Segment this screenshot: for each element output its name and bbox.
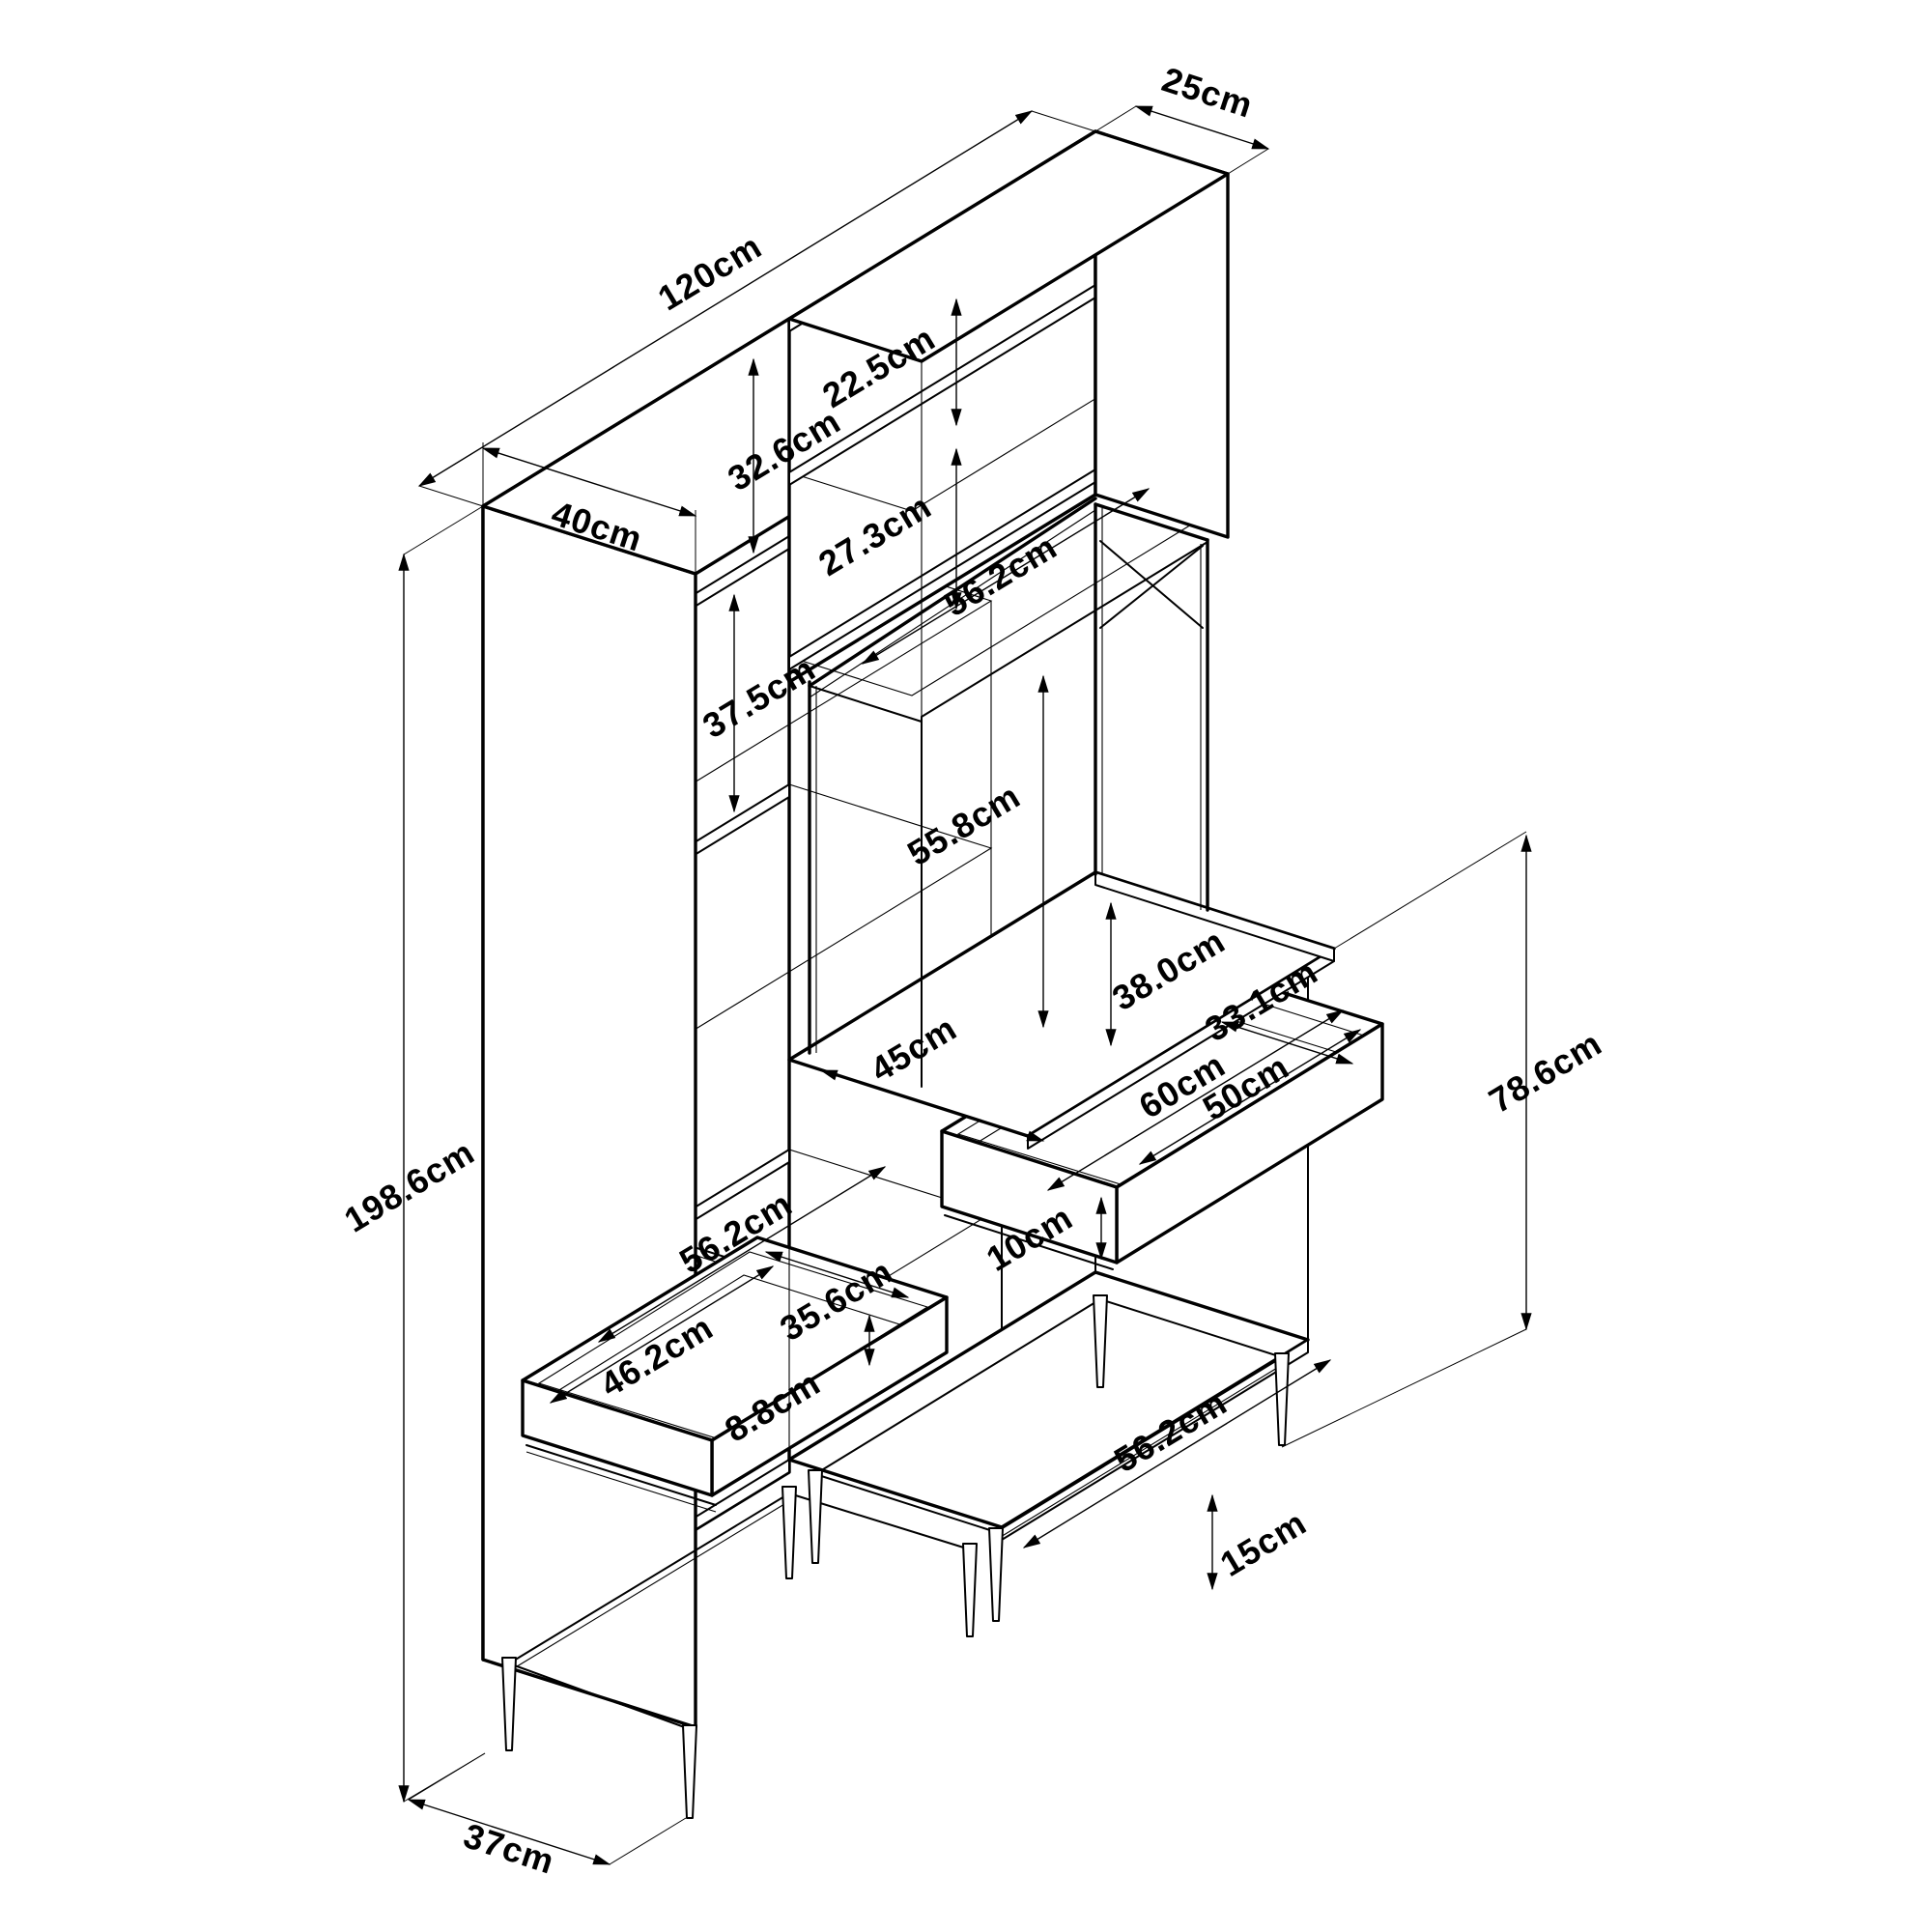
tray-left-face bbox=[521, 1378, 714, 1497]
dimension-lines bbox=[398, 105, 1532, 1865]
right-leg-front-left bbox=[988, 1527, 1004, 1622]
ext-25-b bbox=[1227, 148, 1269, 175]
right-apron-left bbox=[814, 1473, 997, 1533]
dim-120 bbox=[417, 110, 1034, 487]
dim-46-2 bbox=[549, 1265, 775, 1404]
right-leg-front-right bbox=[1274, 1352, 1290, 1446]
left-leg-back-right bbox=[962, 1543, 978, 1637]
ext-120-b bbox=[1031, 110, 1096, 132]
ext-25-a bbox=[1094, 105, 1137, 132]
ext-78-a bbox=[1333, 831, 1527, 950]
left-leg-front bbox=[501, 1657, 517, 1751]
desk-right-edge bbox=[1094, 871, 1335, 962]
right-leg-back-left bbox=[808, 1469, 823, 1564]
right-apron-back bbox=[814, 1298, 1101, 1475]
left-apron-front bbox=[508, 1492, 790, 1664]
left-apron-side bbox=[508, 1662, 691, 1730]
tray-slide-rail-2 bbox=[526, 1451, 717, 1513]
left-apron-front-2 bbox=[508, 1500, 790, 1672]
frame-rail-left bbox=[809, 685, 923, 723]
dim-56-2-right bbox=[861, 488, 1151, 665]
left-leg-front-right bbox=[781, 1486, 797, 1579]
dim-50 bbox=[1138, 1029, 1362, 1165]
dim-56-2-bottom bbox=[1022, 1359, 1332, 1548]
right-apron-right bbox=[1099, 1298, 1283, 1358]
ext-198-a bbox=[403, 505, 484, 555]
left-side-panel bbox=[481, 504, 697, 1729]
dim-25 bbox=[1134, 105, 1270, 150]
left-bookcase-legs bbox=[501, 1486, 978, 1819]
tray-slide-rail bbox=[526, 1444, 717, 1506]
left-leg-back bbox=[682, 1724, 697, 1819]
dim-45 bbox=[819, 1069, 1045, 1142]
drawer-slide-rail bbox=[944, 1214, 1114, 1270]
ext-78-b bbox=[1281, 1328, 1527, 1448]
dim-35-6 bbox=[764, 1251, 910, 1298]
dim-40 bbox=[481, 447, 697, 517]
dim-37 bbox=[407, 1799, 611, 1865]
ext-120-a bbox=[418, 485, 484, 507]
ext-37-a bbox=[408, 1752, 486, 1801]
ext-37-b bbox=[609, 1817, 687, 1865]
